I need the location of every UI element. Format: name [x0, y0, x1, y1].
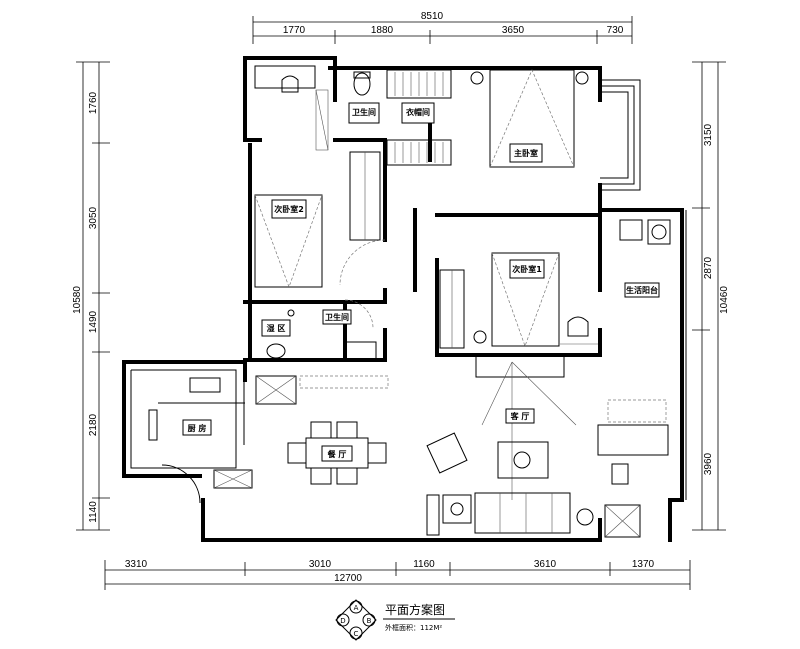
cabinets	[213, 354, 565, 489]
dim-right-2: 2870	[703, 256, 714, 279]
bedroom1-furniture	[439, 252, 598, 349]
compass-a: A	[354, 604, 359, 612]
dim-left-1: 1760	[88, 91, 99, 114]
left-dimensions: 10580 1760 3050 1490 2180 1140	[72, 61, 110, 531]
dim-top-3: 3650	[502, 25, 525, 36]
dim-top-total: 8510	[421, 11, 444, 22]
top-dimensions: 8510 1770 1880 3650 730	[252, 11, 633, 44]
label-living: 客 厅	[510, 411, 530, 421]
dim-right-1: 3150	[703, 123, 714, 146]
label-bathroom: 卫生间	[325, 312, 349, 322]
dim-bottom-total: 12700	[334, 573, 362, 584]
bedroom2-bed	[254, 194, 323, 289]
dim-top-1: 1770	[283, 25, 306, 36]
dim-bottom-1: 3310	[125, 559, 148, 570]
label-kitchen: 厨 房	[188, 423, 207, 433]
dim-left-total: 10580	[72, 286, 83, 314]
plan-title: 平面方案图	[385, 602, 445, 617]
compass-b: B	[367, 617, 372, 625]
label-walk-in-closet: 衣帽间	[406, 107, 430, 117]
dim-right-3: 3960	[703, 452, 714, 475]
right-dimensions: 3150 2870 3960 10460	[692, 61, 730, 531]
dim-left-4: 2180	[88, 413, 99, 436]
living-furniture	[426, 361, 669, 538]
label-wet-area: 湿 区	[267, 323, 286, 333]
dim-left-2: 3050	[88, 206, 99, 229]
area-label: 外框面积：112M²	[385, 623, 442, 632]
legend: A B C D 平面方案图 外框面积：112M²	[335, 599, 455, 641]
label-utility-balcony: 生活阳台	[626, 285, 658, 295]
dim-top-2: 1880	[371, 25, 394, 36]
master-bath-closet	[349, 69, 452, 241]
dim-right-total: 10460	[719, 286, 730, 314]
label-master-bathroom: 卫生间	[352, 107, 376, 117]
compass-d: D	[340, 617, 345, 625]
label-bedroom-1: 次卧室1	[512, 264, 542, 274]
dim-left-5: 1140	[88, 501, 99, 523]
dim-bottom-3: 1160	[413, 559, 435, 570]
dim-bottom-4: 3610	[534, 559, 557, 570]
label-dining: 餐 厅	[327, 449, 347, 459]
utility-balcony	[619, 210, 687, 500]
dining-set	[287, 421, 387, 485]
bottom-dimensions: 3310 3010 1160 3610 1370 12700	[104, 559, 691, 590]
dim-left-3: 1490	[88, 310, 99, 333]
kitchen-fixtures	[148, 377, 245, 504]
walls	[122, 56, 684, 542]
label-bedroom-2: 次卧室2	[274, 204, 304, 214]
study-furniture	[254, 65, 329, 151]
label-master-bedroom: 主卧室	[514, 148, 538, 158]
compass-c: C	[354, 630, 359, 638]
compass-icon	[335, 599, 377, 641]
dim-bottom-5: 1370	[632, 559, 655, 570]
room-labels: 卫生间 衣帽间 主卧室 次卧室2 次卧室1 卫生间 湿 区 生活阳台 厨 房 餐…	[182, 102, 660, 462]
bathroom-fixtures	[266, 239, 386, 361]
dim-top-4: 730	[607, 25, 624, 36]
dim-bottom-2: 3010	[309, 559, 332, 570]
master-bed	[470, 69, 589, 168]
